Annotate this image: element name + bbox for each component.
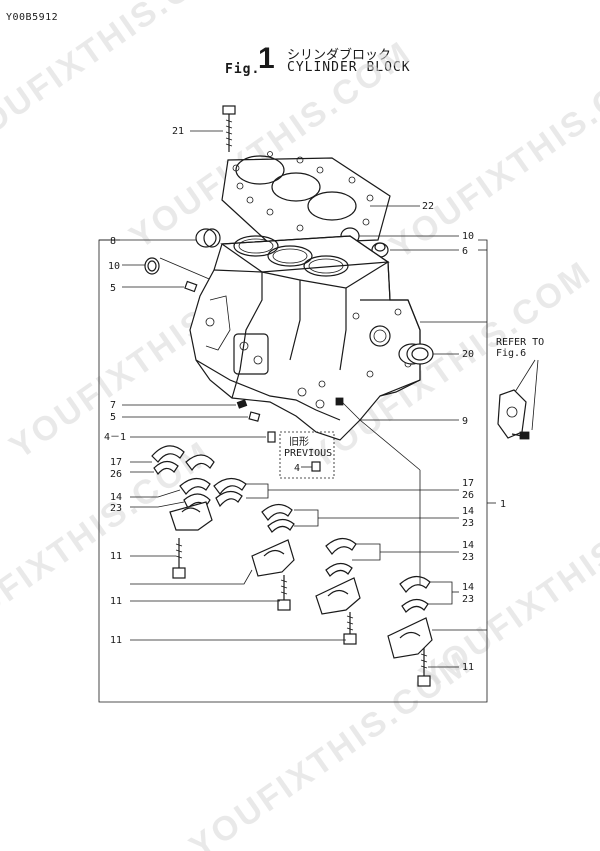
stud-5-upper	[184, 280, 198, 293]
figure-title-japanese: シリンダブロック	[287, 48, 392, 63]
callout-20: 20	[462, 349, 474, 360]
figure-prefix: Fig.	[225, 62, 261, 77]
callout-23-third: 23	[462, 552, 474, 563]
callout-14-rear: 14	[462, 582, 474, 593]
bearing-cap-center	[251, 539, 295, 577]
callout-1: 1	[500, 499, 506, 510]
callout-5-upper: 5	[110, 283, 116, 294]
callout-26-left: 26	[110, 469, 122, 480]
document-code: Y00B5912	[6, 12, 59, 23]
refer-to-figure: Fig.6	[496, 348, 526, 359]
refer-to-label: REFER TO	[496, 337, 544, 348]
bearing-shell-14-23-third	[325, 537, 357, 577]
bolt-11-left	[172, 538, 186, 579]
bearing-cap-left	[169, 501, 213, 531]
previous-label: PREVIOUS	[284, 448, 332, 459]
bolt-11-second	[277, 575, 291, 611]
bearing-cap-third	[315, 577, 361, 615]
callout-14-third: 14	[462, 540, 474, 551]
stud-5-lower	[248, 411, 261, 422]
plug-8	[195, 228, 221, 248]
previous-version-inset: 旧形 PREVIOUS 4	[279, 431, 335, 479]
callout-9: 9	[462, 416, 468, 427]
callout-17-left: 17	[110, 457, 122, 468]
callout-7: 7	[110, 400, 116, 411]
callout-22: 22	[422, 201, 434, 212]
callout-23-rear: 23	[462, 594, 474, 605]
callout-11-rear: 11	[462, 662, 474, 673]
callout-11-third: 11	[110, 635, 122, 646]
callout-26-right: 26	[462, 490, 474, 501]
cover-plate-fig6	[497, 389, 530, 440]
callout-23-center: 23	[462, 518, 474, 529]
callout-8: 8	[110, 236, 116, 247]
callout-14-center: 14	[462, 506, 474, 517]
callout-11-second: 11	[110, 596, 122, 607]
assembly-bracket-lines	[98, 239, 496, 703]
watermark: YOUFIXTHIS.COM	[183, 643, 479, 851]
watermark: YOUFIXTHIS.COM	[383, 43, 600, 266]
figure-title-english: CYLINDER BLOCK	[287, 60, 411, 75]
head-gasket-22	[221, 151, 391, 245]
callout-6: 6	[462, 246, 468, 257]
previous-item-number: 4	[294, 463, 300, 474]
bearing-shell-17-26-center	[213, 477, 247, 508]
callout-14-left: 14	[110, 492, 122, 503]
previous-label-jp: 旧形	[289, 436, 309, 448]
callout-17-right: 17	[462, 478, 474, 489]
bearing-shell-17-26-left	[151, 445, 215, 476]
bearing-shell-14-23-left	[179, 477, 211, 510]
plug-10-left	[144, 257, 160, 275]
plug-9	[335, 397, 344, 406]
callout-21: 21	[172, 126, 184, 137]
bolt-11-third	[343, 612, 357, 645]
callout-10-left: 10	[108, 261, 120, 272]
callout-5-lower: 5	[110, 412, 116, 423]
figure-number: 1	[258, 42, 275, 75]
callout-23-left: 23	[110, 503, 122, 514]
callout-10-right: 10	[462, 231, 474, 242]
bearing-shell-14-23-center	[261, 503, 295, 533]
bearing-shell-14-23-rear	[399, 575, 431, 613]
bolt-11-rear	[417, 648, 431, 687]
callout-11-left: 11	[110, 551, 122, 562]
bearing-cap-rear	[387, 617, 433, 659]
watermark: YOUFIXTHIS.COM	[0, 0, 249, 157]
dowel-4-1	[267, 431, 276, 443]
bolt-21	[222, 105, 236, 152]
bushing-20	[398, 343, 434, 365]
cylinder-block	[189, 235, 421, 441]
plug-7	[236, 399, 248, 409]
callout-4-1: 4－1	[104, 432, 126, 443]
